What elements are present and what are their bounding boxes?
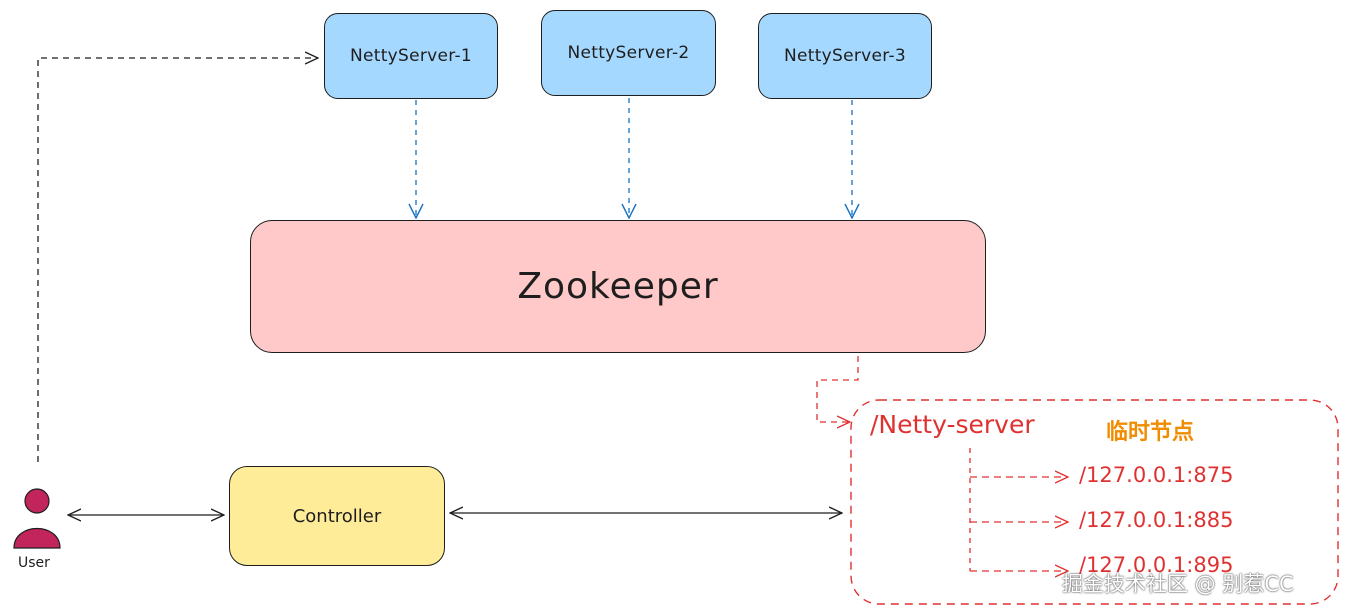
znode-child-885: /127.0.0.1:885	[1079, 508, 1234, 532]
user-label: User	[18, 555, 50, 571]
znode-child-895: /127.0.0.1:895	[1079, 553, 1234, 577]
netty-server-1-label: NettyServer-1	[349, 46, 473, 66]
netty-server-1: NettyServer-1	[324, 13, 498, 99]
netty-server-3-label: NettyServer-3	[783, 46, 907, 66]
controller-label: Controller	[292, 505, 382, 527]
zookeeper-to-znode-connector	[816, 356, 859, 422]
watermark: 掘金技术社区 @ 别惹CC	[1062, 572, 1294, 596]
user-icon	[13, 488, 61, 549]
netty-server-2: NettyServer-2	[541, 10, 716, 96]
netty-server-2-label: NettyServer-2	[567, 43, 690, 63]
user-to-server-connector	[37, 58, 318, 462]
ephemeral-node-label: 临时节点	[1106, 420, 1195, 445]
znode-child-875: /127.0.0.1:875	[1079, 463, 1234, 487]
zookeeper-label: Zookeeper	[517, 266, 719, 307]
controller-box: Controller	[229, 466, 445, 566]
zookeeper-box: Zookeeper	[250, 220, 986, 353]
netty-server-3: NettyServer-3	[758, 13, 932, 99]
znode-path: /Netty-server	[870, 410, 1035, 439]
znode-container	[850, 399, 1339, 605]
